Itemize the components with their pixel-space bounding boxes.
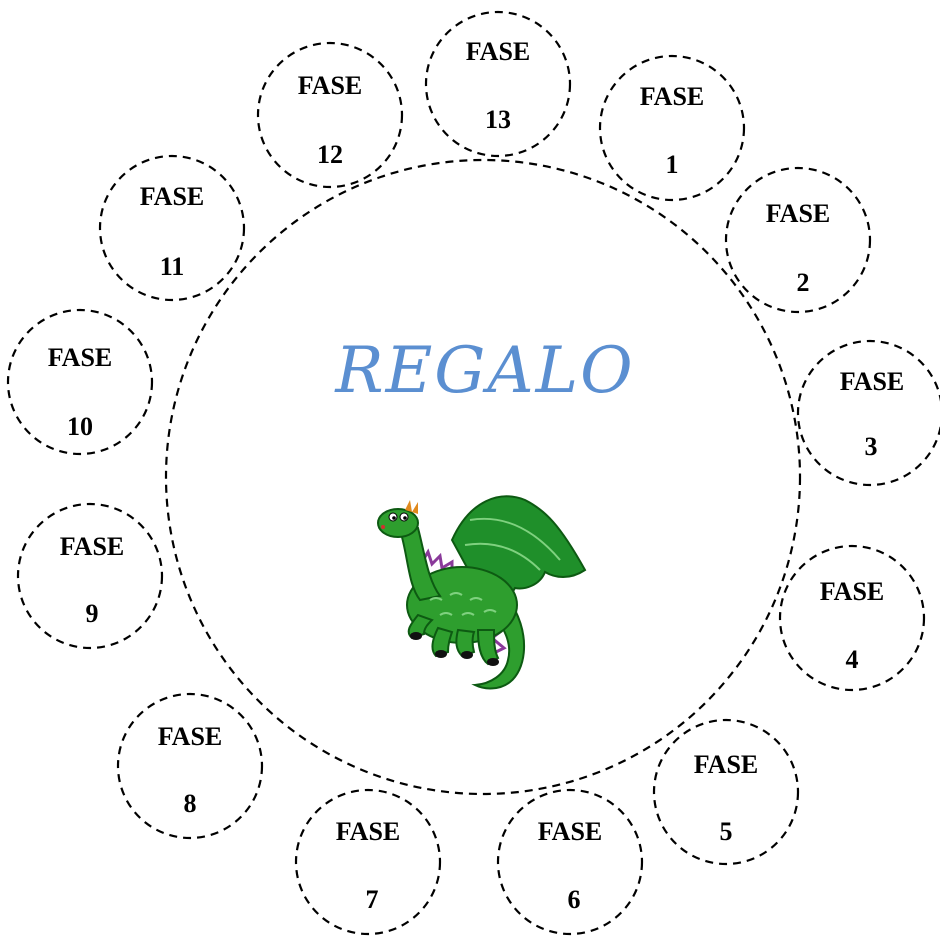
phase-label: FASE: [820, 577, 885, 606]
phase-label: FASE: [158, 722, 223, 751]
phase-circle-2[interactable]: FASE 2: [724, 166, 872, 314]
phase-label: FASE: [766, 199, 831, 228]
dragon-horn: [405, 500, 412, 512]
phase-label: FASE: [466, 37, 531, 66]
phase-number: 13: [485, 105, 511, 134]
phase-label: FASE: [336, 817, 401, 846]
phase-circle-12[interactable]: FASE 12: [256, 41, 404, 189]
phase-label: FASE: [840, 367, 905, 396]
phase-number: 6: [568, 885, 581, 914]
phase-number: 3: [865, 432, 878, 461]
center-title: REGALO: [334, 334, 634, 408]
phase-number: 7: [366, 885, 379, 914]
phase-circle-9[interactable]: FASE 9: [16, 502, 164, 650]
phase-circle-4[interactable]: FASE 4: [778, 544, 926, 692]
phase-number: 11: [160, 252, 185, 281]
phase-circle-6[interactable]: FASE 6: [496, 788, 644, 936]
phase-number: 2: [797, 268, 810, 297]
phase-number: 9: [86, 599, 99, 628]
phase-number: 5: [720, 817, 733, 846]
phase-label: FASE: [140, 182, 205, 211]
phase-number: 12: [317, 140, 343, 169]
central-circle: [164, 158, 802, 796]
phase-circle-1[interactable]: FASE 1: [598, 54, 746, 202]
phase-label: FASE: [298, 71, 363, 100]
phase-label: FASE: [694, 750, 759, 779]
phase-label: FASE: [538, 817, 603, 846]
phase-number: 4: [846, 645, 859, 674]
phase-circle-13[interactable]: FASE 13: [424, 10, 572, 158]
dragon-tail: [471, 608, 526, 690]
phase-label: FASE: [60, 532, 125, 561]
phase-circle-5[interactable]: FASE 5: [652, 718, 800, 866]
phase-circle-8[interactable]: FASE 8: [116, 692, 264, 840]
phase-circle-10[interactable]: FASE 10: [6, 308, 154, 456]
phase-circle-3[interactable]: FASE 3: [796, 339, 940, 487]
phase-number: 10: [67, 412, 93, 441]
phase-label: FASE: [48, 343, 113, 372]
phase-circle-7[interactable]: FASE 7: [294, 788, 442, 936]
phase-label: FASE: [640, 82, 705, 111]
dragon-head: [377, 508, 419, 538]
phase-circle-11[interactable]: FASE 11: [98, 154, 246, 302]
dragon-neck: [398, 526, 442, 602]
phase-number: 1: [666, 150, 679, 179]
phase-number: 8: [184, 789, 197, 818]
dragon-icon: [377, 495, 587, 690]
